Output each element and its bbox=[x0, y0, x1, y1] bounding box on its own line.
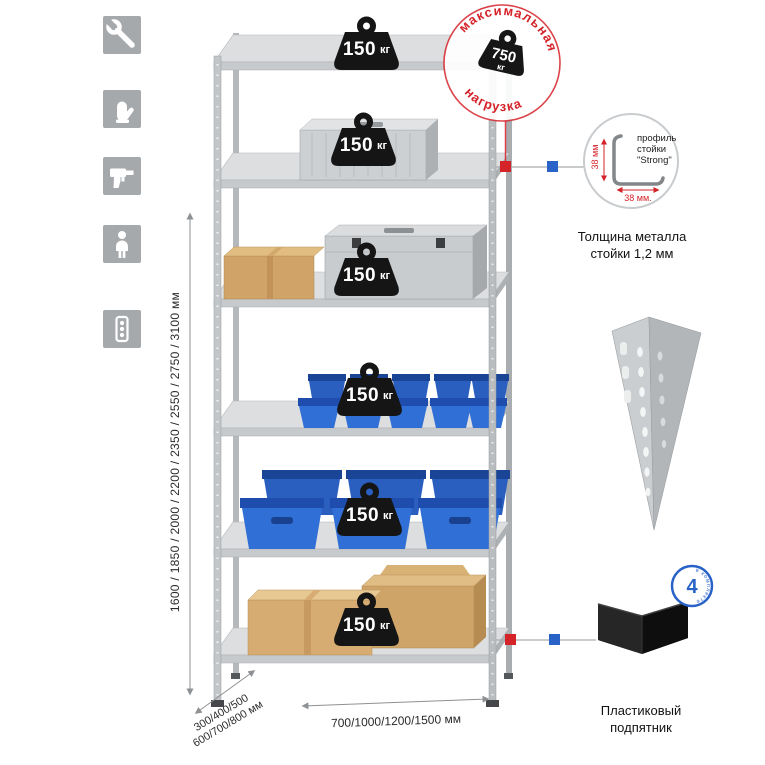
weight-icon bbox=[334, 242, 399, 296]
width-dimension-line bbox=[301, 695, 490, 710]
height-dimension-label: 1600 / 1850 / 2000 / 2200 / 2350 / 2550 … bbox=[168, 291, 182, 613]
gloves-tile bbox=[103, 90, 141, 128]
metal-thickness-caption: Толщина металла стойки 1,2 мм bbox=[577, 229, 687, 261]
load-unit: кг bbox=[380, 270, 391, 282]
fasteners-tile bbox=[103, 310, 141, 348]
profile-label-line3: "Strong" bbox=[637, 155, 672, 166]
blue-marker-top bbox=[547, 161, 558, 172]
drill-tile bbox=[103, 157, 141, 195]
load-value: 150 bbox=[345, 505, 380, 526]
red-marker-top bbox=[500, 161, 511, 172]
load-unit: кг bbox=[380, 620, 391, 632]
fasteners-icon bbox=[115, 315, 129, 343]
stamp-value: 750 bbox=[490, 45, 518, 67]
plastic-foot-caption: Пластиковый подпятник bbox=[600, 703, 682, 735]
badge-value: 4 bbox=[686, 576, 698, 598]
max-load-stamp: максимальная нагрузка 750 кг bbox=[429, 0, 575, 136]
load-value: 150 bbox=[339, 135, 374, 156]
strong-profile-drawing bbox=[612, 134, 665, 186]
included-count-badge: в комплекте 4 bbox=[668, 562, 716, 610]
load-unit: кг bbox=[383, 390, 394, 402]
stamp-unit: кг bbox=[496, 61, 506, 73]
profile-label-line2: стойки bbox=[637, 144, 667, 155]
load-unit: кг bbox=[377, 140, 388, 152]
load-value: 150 bbox=[342, 265, 377, 286]
stamp-weight-icon bbox=[478, 29, 524, 76]
weight-icon bbox=[334, 16, 399, 70]
dimension-lines bbox=[186, 212, 490, 714]
wrench-tile bbox=[103, 16, 141, 54]
profile-label-line1: профиль bbox=[637, 133, 677, 144]
profile-label: профиль стойки "Strong" bbox=[637, 133, 681, 166]
load-value: 150 bbox=[342, 39, 377, 60]
load-value: 150 bbox=[342, 615, 377, 636]
plastic-foot-detail bbox=[597, 601, 689, 654]
gloves-icon bbox=[116, 101, 134, 123]
weight-icon bbox=[331, 112, 396, 166]
load-unit: кг bbox=[380, 44, 391, 56]
load-value: 150 bbox=[345, 385, 380, 406]
weight-icon bbox=[334, 592, 399, 646]
drill-icon bbox=[110, 168, 134, 188]
weight-icon bbox=[337, 482, 402, 536]
load-unit: кг bbox=[383, 510, 394, 522]
profile-dim-horizontal: 38 мм. bbox=[624, 193, 652, 203]
cardboard-box-small bbox=[223, 246, 325, 300]
wrench-icon bbox=[104, 17, 135, 48]
post-foot-right bbox=[486, 700, 499, 707]
person-icon bbox=[116, 231, 128, 258]
person-tile bbox=[103, 225, 141, 263]
depth-dimension-line bbox=[194, 670, 256, 714]
callout-connectors bbox=[496, 120, 596, 645]
angle-post-detail bbox=[611, 316, 702, 531]
red-marker-bottom bbox=[505, 634, 516, 645]
weight-icon bbox=[337, 362, 402, 416]
profile-dim-vertical: 38 мм bbox=[590, 144, 600, 170]
blue-marker-bottom bbox=[549, 634, 560, 645]
profile-detail-circle bbox=[583, 113, 679, 209]
